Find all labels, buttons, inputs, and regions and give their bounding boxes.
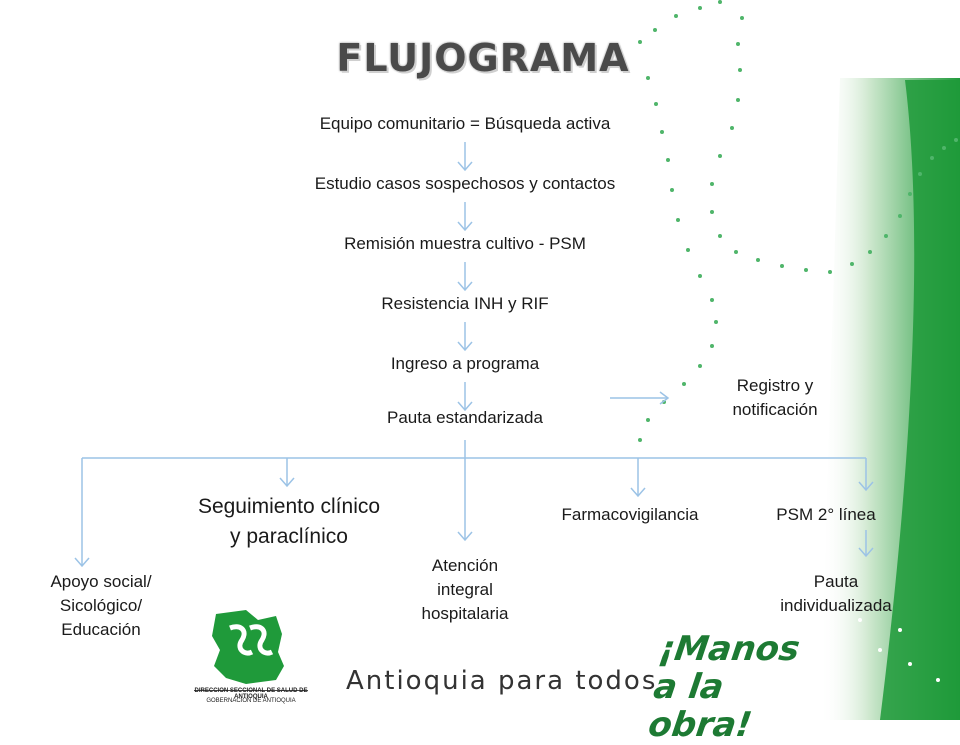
- apoyo-line3: Educación: [61, 620, 141, 639]
- dot-pattern: [638, 0, 958, 682]
- registro-line1: Registro y: [736, 376, 814, 395]
- registro-notificacion: Registro y notificación: [690, 374, 860, 422]
- manos-line2: a la obra!: [645, 667, 755, 745]
- step-resistencia: Resistencia INH y RIF: [381, 294, 549, 313]
- pauta-ind-line1: Pauta: [813, 572, 859, 591]
- apoyo-line1: Apoyo social/: [50, 572, 152, 591]
- atencion-line2: integral: [437, 580, 493, 599]
- seguimiento-line2: y paraclínico: [230, 525, 348, 548]
- slogan-text: Antioquia para todos: [346, 666, 658, 696]
- registro-line2: notificación: [732, 400, 818, 419]
- branch-seguimiento: Seguimiento clínico y paraclínico: [178, 492, 400, 552]
- ssa-logo-icon: [194, 610, 308, 691]
- atencion-line1: Atención: [431, 556, 499, 575]
- step-estudio-casos: Estudio casos sospechosos y contactos: [314, 174, 616, 193]
- step-pauta-estandarizada: Pauta estandarizada: [387, 408, 543, 427]
- ssa-line2: GOBERNACION DE ANTIOQUIA: [206, 698, 296, 704]
- branch-psm-segunda-linea: PSM 2° línea: [776, 505, 876, 524]
- ssa-line1: DIRECCION SECCIONAL DE SALUD DE ANTIOQUI…: [194, 688, 308, 700]
- page-title: FLUJOGRAMA: [336, 36, 630, 80]
- branch-atencion-integral: Atención integral hospitalaria: [390, 554, 540, 626]
- pauta-ind-line2: individualizada: [780, 596, 892, 615]
- flow-connectors: [74, 142, 874, 568]
- branch-farmacovigilancia: Farmacovigilancia: [561, 505, 699, 524]
- step-ingreso-programa: Ingreso a programa: [390, 354, 540, 373]
- step-busqueda-activa: Equipo comunitario = Búsqueda activa: [319, 114, 611, 133]
- apoyo-line2: Sicológico/: [59, 596, 143, 615]
- manos-logo: ¡Manos a la obra!: [645, 629, 803, 745]
- seguimiento-line1: Seguimiento clínico: [197, 495, 381, 518]
- atencion-line3: hospitalaria: [421, 604, 509, 623]
- branch-apoyo-social: Apoyo social/ Sicológico/ Educación: [6, 570, 196, 642]
- background-decoration: [74, 0, 960, 720]
- branch-pauta-individualizada: Pauta individualizada: [756, 570, 916, 618]
- manos-line1: ¡Manos: [656, 629, 803, 669]
- step-remision-muestra: Remisión muestra cultivo - PSM: [344, 234, 586, 253]
